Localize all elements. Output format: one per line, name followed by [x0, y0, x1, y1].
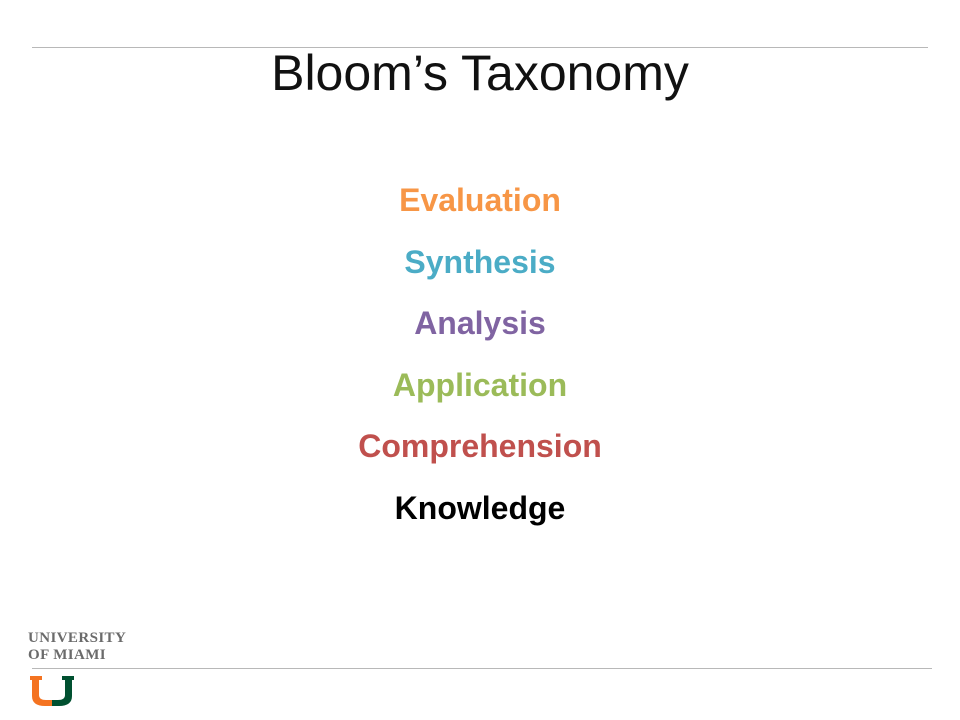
level-comprehension: Comprehension	[358, 428, 602, 464]
taxonomy-levels: Evaluation Synthesis Analysis Applicatio…	[0, 170, 960, 539]
u-logo-icon	[30, 676, 74, 706]
bottom-divider	[32, 668, 932, 669]
university-logo: UNIVERSITY OF MIAMI	[28, 630, 148, 710]
slide-title: Bloom’s Taxonomy	[271, 45, 689, 101]
level-knowledge: Knowledge	[394, 489, 566, 526]
top-divider	[32, 47, 928, 48]
level-application: Application	[392, 366, 568, 403]
level-evaluation: Evaluation	[399, 182, 561, 218]
level-synthesis: Synthesis	[404, 243, 556, 280]
logo-text-miami: OF MIAMI	[28, 647, 107, 663]
level-analysis: Analysis	[414, 305, 546, 341]
logo-text-university: UNIVERSITY	[28, 630, 127, 646]
